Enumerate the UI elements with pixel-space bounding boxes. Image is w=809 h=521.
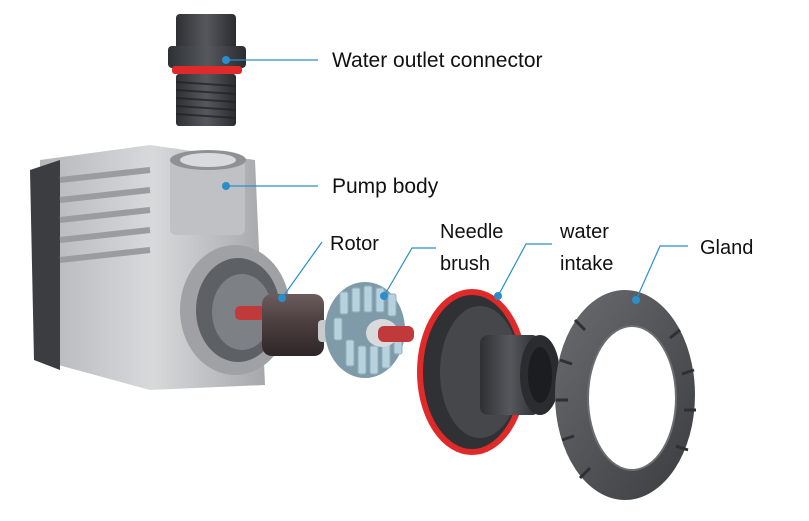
leader-dot-intake — [494, 292, 502, 300]
needle-brush — [325, 282, 414, 378]
leader-dot-gland — [632, 296, 640, 304]
label-needle-brush: Needle brush — [440, 220, 503, 276]
label-pump-body: Pump body — [332, 175, 439, 198]
leader-line-rotor — [281, 241, 323, 299]
water-outlet-connector — [168, 14, 246, 126]
label-water-intake-line-2: intake — [560, 253, 614, 275]
label-needle-brush-line-1: Needle — [440, 221, 504, 243]
leader-line-needle — [383, 247, 436, 297]
leader-dot-body — [222, 182, 230, 190]
pump-body — [30, 145, 290, 390]
label-water-outlet-connector: Water outlet connector — [332, 49, 543, 72]
label-water-intake: water intake — [560, 220, 613, 276]
label-needle-brush-line-2: brush — [440, 253, 491, 275]
gland — [555, 290, 696, 500]
water-intake — [417, 289, 560, 455]
leader-line-gland — [635, 245, 688, 301]
outlet-seal-ring — [172, 66, 242, 74]
label-gland: Gland — [700, 237, 754, 259]
label-rotor: Rotor — [330, 233, 379, 255]
leader-dot-needle — [380, 292, 388, 300]
leader-dot-outlet — [222, 56, 230, 64]
label-water-intake-line-1: water — [560, 221, 609, 243]
leader-dot-rotor — [278, 294, 286, 302]
leader-line-intake — [497, 243, 552, 297]
